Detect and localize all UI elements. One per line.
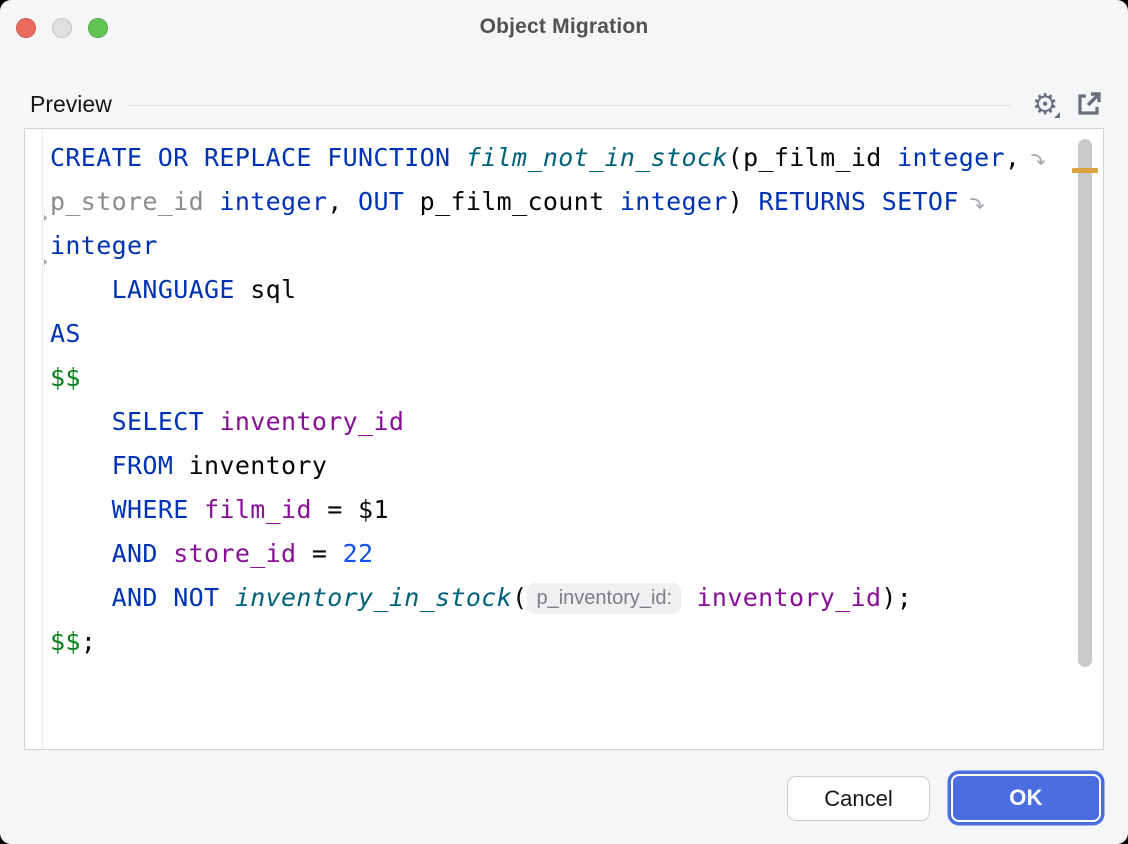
code-token: p_store_id xyxy=(50,187,220,216)
code-token: = xyxy=(296,539,343,568)
code-token: $$ xyxy=(50,627,81,656)
code-token: integer xyxy=(50,231,158,260)
settings-gear-icon[interactable]: ⚙ xyxy=(1032,86,1060,121)
code-token xyxy=(50,275,112,304)
code-token: ( xyxy=(727,143,744,172)
minimize-window-button[interactable] xyxy=(52,18,72,38)
code-token xyxy=(50,495,112,524)
code-line: LANGUAGE sql xyxy=(50,268,1087,312)
code-token: ( xyxy=(512,583,528,612)
code-token: integer xyxy=(619,187,728,216)
code-line: AND store_id = 22 xyxy=(50,532,1087,576)
sql-code[interactable]: CREATE OR REPLACE FUNCTION film_not_in_s… xyxy=(44,129,1087,749)
code-token: ); xyxy=(881,583,913,612)
code-line: $$; xyxy=(50,620,1087,664)
code-token: ; xyxy=(80,627,97,656)
open-in-new-window-icon[interactable] xyxy=(1072,87,1106,121)
code-token: p_film_count xyxy=(404,187,620,216)
code-token: film_id xyxy=(204,495,312,524)
editor-gutter xyxy=(25,129,43,749)
preview-label: Preview xyxy=(30,90,112,117)
code-token xyxy=(50,583,112,612)
inlay-hint-parameter-name: p_inventory_id: xyxy=(527,583,682,614)
code-token: film_not_in_stock xyxy=(465,143,728,172)
code-token: OUT xyxy=(358,187,405,216)
code-line: FROM inventory xyxy=(50,444,1087,488)
code-token: ) xyxy=(727,187,759,216)
chevron-dropdown-icon xyxy=(1054,112,1060,118)
code-line: AND NOT inventory_in_stock(p_inventory_i… xyxy=(50,576,1087,620)
code-token xyxy=(189,495,204,524)
code-token: inventory xyxy=(173,451,328,480)
code-token: store_id xyxy=(173,539,297,568)
code-token: inventory_id xyxy=(696,583,882,612)
preview-header: Preview ⚙ xyxy=(30,84,1106,124)
code-token: SELECT xyxy=(111,407,205,436)
code-token: , xyxy=(1004,143,1021,172)
code-line: AS xyxy=(50,312,1087,356)
code-token: inventory_in_stock xyxy=(234,583,513,612)
code-token: AND NOT xyxy=(111,583,220,612)
code-token: integer xyxy=(219,187,328,216)
cancel-button[interactable]: Cancel xyxy=(787,776,930,821)
code-token xyxy=(158,539,173,568)
code-line: integer xyxy=(44,224,1087,268)
zoom-window-button[interactable] xyxy=(88,18,108,38)
ok-button[interactable]: OK xyxy=(951,774,1101,822)
code-line: p_store_id integer, OUT p_film_count int… xyxy=(44,180,1087,224)
header-icons: ⚙ xyxy=(1028,87,1106,121)
code-token: FROM xyxy=(111,451,174,480)
code-token: integer xyxy=(897,143,1005,172)
soft-wrap-icon xyxy=(1030,137,1046,165)
code-token: 22 xyxy=(342,539,374,568)
code-token: WHERE xyxy=(111,495,189,524)
code-token: = $1 xyxy=(311,495,389,524)
code-line: SELECT inventory_id xyxy=(50,400,1087,444)
code-token: CREATE OR REPLACE FUNCTION xyxy=(50,143,466,172)
code-token: inventory_id xyxy=(219,407,405,436)
code-token xyxy=(204,407,219,436)
soft-wrap-continuation-icon xyxy=(44,193,49,222)
code-token: p_film_id xyxy=(743,143,898,172)
code-token: AND xyxy=(111,539,158,568)
vertical-scrollbar[interactable] xyxy=(1078,139,1092,667)
code-token: sql xyxy=(234,275,297,304)
code-line: $$ xyxy=(50,356,1087,400)
traffic-lights xyxy=(16,18,108,38)
code-token: $$ xyxy=(50,363,81,392)
code-token: RETURNS SETOF xyxy=(758,187,959,216)
soft-wrap-continuation-icon xyxy=(44,237,49,266)
code-token: , xyxy=(327,187,359,216)
code-token xyxy=(50,407,112,436)
close-window-button[interactable] xyxy=(16,18,36,38)
code-token xyxy=(219,583,234,612)
code-token xyxy=(681,583,696,612)
soft-wrap-icon xyxy=(969,181,985,209)
code-token xyxy=(50,451,112,480)
code-token: LANGUAGE xyxy=(111,275,235,304)
code-token xyxy=(50,539,112,568)
code-token: AS xyxy=(50,319,81,348)
code-line: CREATE OR REPLACE FUNCTION film_not_in_s… xyxy=(50,136,1087,180)
window-title: Object Migration xyxy=(479,15,649,38)
title-bar: Object Migration xyxy=(0,0,1128,56)
sql-preview-editor[interactable]: CREATE OR REPLACE FUNCTION film_not_in_s… xyxy=(24,128,1104,750)
code-line: WHERE film_id = $1 xyxy=(50,488,1087,532)
changed-line-marker xyxy=(1072,168,1098,173)
separator-line xyxy=(127,104,1012,106)
